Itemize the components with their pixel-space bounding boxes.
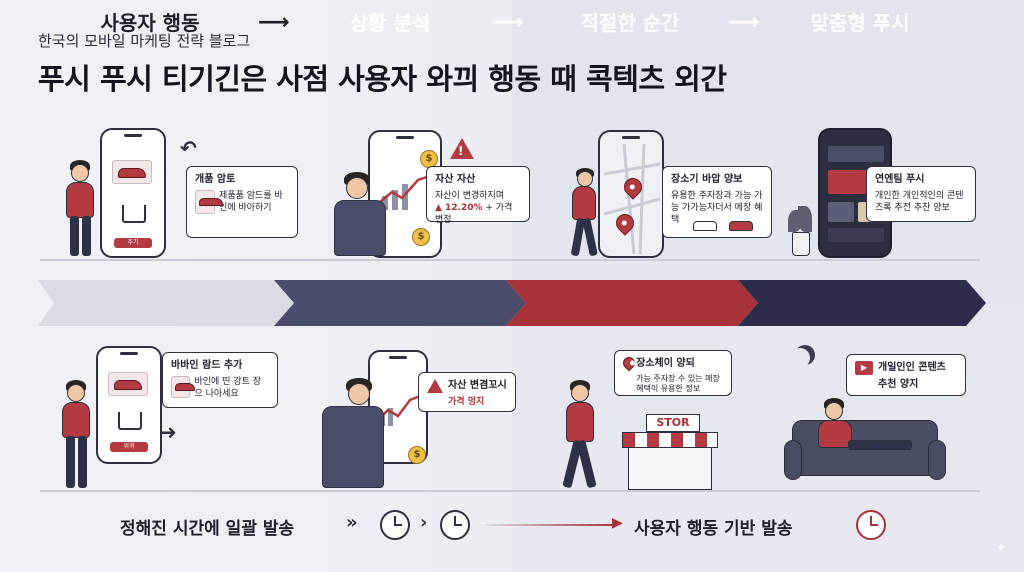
flow-arrow-icon: ⟶	[728, 10, 760, 35]
person-head	[825, 402, 843, 420]
speech-bubble: 연엔팀 푸시 개인한 개인적인의 콘텐츠록 추전 추찬 양보	[866, 166, 976, 222]
arrow-right-icon: ▶	[612, 515, 623, 531]
bubble-body: 가능 주자장 수 있는 매장 혜택이 유용한 정보	[636, 373, 720, 394]
person-head	[577, 171, 593, 187]
product-thumbnail	[195, 189, 223, 214]
bubble-line: + 가격 변정	[435, 202, 513, 225]
coin-icon: $	[408, 446, 426, 464]
person-head	[346, 177, 368, 199]
product-thumbnail	[171, 375, 195, 398]
cart-icon	[118, 412, 142, 430]
person-shirt	[566, 402, 594, 442]
price-change-value: ▲ 12.20%	[435, 202, 483, 213]
bubble-title: 바바인 람드 추가	[171, 360, 243, 371]
bubble-body: 개인한 개인적인의 콘텐츠록 추전 추찬 양보	[875, 190, 964, 213]
clock-icon	[856, 510, 886, 540]
bubble-body: 바인에 띤 강트 장으 나아세요	[194, 376, 262, 399]
flow-step-1-bg	[38, 280, 294, 326]
speech-bubble: 바바인 람드 추가 바인에 띤 강트 장으 나아세요	[162, 352, 278, 408]
person-shirt	[322, 406, 384, 488]
clock-icon	[380, 510, 410, 540]
sneaker-icon	[118, 168, 146, 178]
flow-band	[38, 280, 986, 326]
add-cart-button[interactable]: 추기	[114, 238, 152, 248]
person-shirt	[66, 182, 94, 218]
bubble-body: 제품품 암드를 바인에 바아하기	[219, 190, 283, 213]
flow-arrow-icon: ⟶	[258, 10, 290, 35]
speech-bubble: 자산 자산 자산이 변경하지며 ▲ 12.20% + 가격 변정	[426, 166, 530, 225]
flow-arrow-icon: ⟶	[492, 10, 524, 35]
coin-icon: $	[412, 228, 430, 246]
person-shirt	[818, 420, 852, 448]
flow-step-user-action: 사용자 행동	[100, 11, 200, 35]
location-pin-icon	[620, 354, 638, 372]
page-title: 푸시 푸시 티기긴은 사점 사용자 와끠 행동 때 콕텍츠 외간	[38, 62, 727, 96]
bubble-title: 연엔팀 푸시	[875, 174, 925, 185]
store-building	[628, 444, 712, 490]
speech-bubble: ▶ 개일인인 콘텐츠 추천 양지	[846, 354, 966, 396]
curved-arrow-icon: ↶	[180, 136, 197, 160]
person-shirt	[62, 402, 90, 438]
map-phone	[598, 130, 664, 258]
person-head	[71, 164, 89, 182]
store-awning	[622, 432, 718, 448]
bubble-title: 개품 암토	[195, 174, 236, 185]
moon-icon	[790, 348, 810, 368]
speech-bubble: 개품 암토 제품품 암드를 바인에 바아하기	[186, 166, 298, 238]
person-shirt	[334, 200, 386, 256]
car-icon	[729, 221, 753, 231]
bottom-ground-line	[40, 490, 980, 492]
growth-chart-icon	[379, 174, 431, 210]
blog-kicker: 한국의 모바일 마케팅 전략 블로그	[38, 32, 251, 50]
sneaker-icon	[199, 197, 223, 206]
person-head	[67, 384, 85, 402]
speech-bubble: 자산 변겸꼬시 가격 멍지	[418, 372, 516, 412]
clock-icon	[440, 510, 470, 540]
play-video-icon: ▶	[855, 361, 873, 375]
cart-icon	[122, 205, 146, 223]
behavior-send-label: 사용자 행동 기반 발송	[634, 519, 793, 539]
person-head	[348, 383, 370, 405]
flow-step-situation-analysis: 상황 분석	[349, 11, 431, 35]
sneaker-icon	[114, 380, 142, 390]
person-head	[571, 384, 589, 402]
flow-step-right-moment: 적절한 순간	[580, 11, 680, 35]
flow-step-3-bg	[506, 280, 758, 326]
add-cart-button[interactable]: 위귀	[110, 442, 148, 452]
bubble-line: 자산이 변경하지며	[435, 190, 505, 201]
bubble-title: 개일인인 콘텐츠	[878, 362, 946, 373]
flow-step-4-bg	[738, 280, 986, 326]
bubble-title: 장소체이 양되	[636, 358, 695, 369]
phone: 위귀	[96, 346, 162, 464]
plant-pot	[792, 232, 810, 256]
transition-line	[486, 524, 616, 526]
arrow-right-icon: ➜	[160, 420, 177, 444]
bubble-title: 자산 변겸꼬시	[448, 380, 507, 391]
price-alert-text: 가격 멍지	[448, 396, 485, 407]
speech-bubble: 장소체이 양되 가능 주자장 수 있는 매장 혜택이 유용한 정보	[614, 350, 732, 396]
flow-step-custom-push: 맞춤형 푸시	[810, 11, 910, 35]
chevron-right-icon: »	[346, 512, 358, 533]
phone: 추기	[100, 128, 166, 258]
flow-step-2-bg	[274, 280, 526, 326]
warning-icon	[427, 379, 443, 393]
car-icon	[693, 221, 717, 231]
warning-icon	[450, 138, 474, 159]
map-icon	[604, 144, 660, 254]
bubble-body: 유용한 주자장과 가능 가능 가가능자더서 메장 혜택	[671, 190, 763, 225]
person-shirt	[572, 186, 596, 220]
top-ground-line	[40, 259, 980, 261]
store-sign: STOR	[646, 414, 700, 432]
bubble-title: 장소기 바압 양보	[671, 174, 743, 185]
sparkle-icon: ✦	[996, 540, 1007, 554]
video-phone	[818, 128, 892, 258]
speech-bubble: 장소기 바압 양보 유용한 주자장과 가능 가능 가가능자더서 메장 혜택	[662, 166, 772, 238]
sneaker-icon	[175, 382, 195, 391]
bubble-title: 자산 자산	[435, 174, 476, 185]
batch-send-label: 정해진 시간에 일괄 발송	[120, 519, 295, 539]
chevron-right-icon: ›	[420, 512, 428, 533]
bubble-line: 추천 양지	[878, 378, 919, 390]
